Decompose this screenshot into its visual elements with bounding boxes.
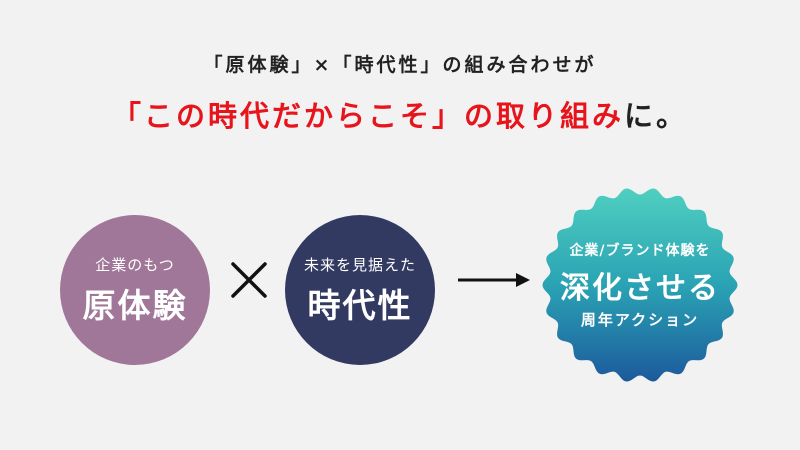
headline-line2: 「この時代だからこそ」の取り組みに。 <box>0 93 800 135</box>
circle-right-title: 時代性 <box>307 285 413 325</box>
circle-left-caption: 企業のもつ <box>95 255 175 274</box>
result-subtitle: 周年アクション <box>580 311 700 329</box>
result-title: 深化させる <box>560 271 720 306</box>
arrow-right-icon <box>458 273 530 287</box>
result-caption: 企業/ブランド体験を <box>569 243 711 259</box>
circle-left-title: 原体験 <box>82 285 188 325</box>
circle-original-experience: 企業のもつ 原体験 <box>60 215 210 365</box>
circle-right-caption: 未来を見据えた <box>303 255 416 274</box>
headline-highlight: 「この時代だからこそ」の取り組み <box>111 99 624 133</box>
circle-timeliness: 未来を見据えた 時代性 <box>285 215 435 365</box>
scalloped-badge-icon <box>542 188 738 382</box>
headline-line1: 「原体験」×「時代性」の組み合わせが <box>203 54 597 76</box>
times-icon <box>231 262 267 298</box>
result-badge: 企業/ブランド体験を 深化させる 周年アクション <box>540 185 740 385</box>
headline-suffix: に。 <box>624 99 689 133</box>
